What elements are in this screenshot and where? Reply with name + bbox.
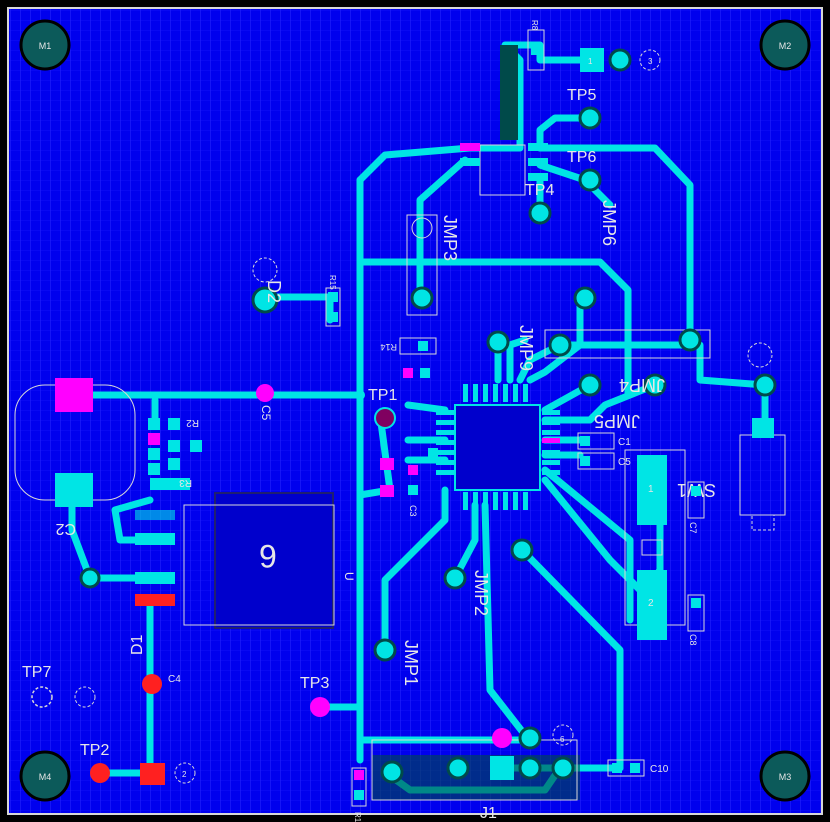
svg-text:R2: R2 <box>186 417 199 428</box>
jumper-jmp3[interactable]: JMP3 <box>406 214 460 316</box>
svg-text:JMP5: JMP5 <box>594 411 640 431</box>
copper-pour-j1 <box>372 755 580 800</box>
led-d2: D2 <box>251 257 284 314</box>
switch-sw1[interactable]: 1 2 SW1 <box>624 449 716 640</box>
capacitor-c5: C5 <box>256 384 274 421</box>
header-top[interactable]: 1 3 <box>580 48 661 72</box>
svg-text:JMP3: JMP3 <box>440 215 460 261</box>
svg-text:C10: C10 <box>650 764 669 775</box>
mounting-hole-m4: M4 <box>19 750 71 802</box>
capacitor-c3: C3 <box>380 448 438 517</box>
test-point-tp3[interactable]: TP3 <box>300 675 330 717</box>
svg-text:JMP6: JMP6 <box>599 200 619 246</box>
capacitor-c1: C1 <box>577 432 631 450</box>
crystal-outline: C2 <box>14 378 136 537</box>
test-point-tp7[interactable]: TP7 <box>22 664 53 708</box>
capacitor-c10: C10 <box>607 759 669 777</box>
svg-text:TP6: TP6 <box>567 149 596 166</box>
svg-text:C7: C7 <box>688 522 698 534</box>
svg-text:C2: C2 <box>55 520 76 537</box>
svg-text:D1: D1 <box>129 634 146 655</box>
svg-text:R3: R3 <box>179 477 192 488</box>
connector-j1[interactable]: J1 6 <box>371 724 578 822</box>
svg-text:C3: C3 <box>408 505 418 517</box>
svg-text:JMP4: JMP4 <box>619 375 665 395</box>
resistor-r15: R15 <box>325 275 341 327</box>
capacitor-c6 <box>74 686 96 708</box>
jumper-jmp1[interactable]: JMP1 <box>373 638 421 686</box>
svg-text:3: 3 <box>648 57 653 66</box>
svg-text:C5: C5 <box>259 405 273 421</box>
svg-text:R8: R8 <box>530 20 539 31</box>
svg-text:2: 2 <box>648 598 654 609</box>
svg-text:JMP2: JMP2 <box>471 570 491 616</box>
resistor-r8: R8 <box>527 20 545 71</box>
svg-text:1: 1 <box>588 57 593 66</box>
top-ic <box>460 143 548 196</box>
resistor-array: R2 R3 <box>148 417 202 490</box>
svg-text:J1: J1 <box>480 805 497 822</box>
svg-text:JMP9: JMP9 <box>516 325 536 371</box>
right-component <box>739 342 786 531</box>
regulator-pins <box>135 510 175 606</box>
mounting-hole-m3: M3 <box>759 750 811 802</box>
svg-text:C4: C4 <box>168 674 181 685</box>
test-point-tp4[interactable]: TP4 <box>525 182 554 225</box>
svg-text:R14: R14 <box>380 342 397 352</box>
resistor-r14: R14 <box>380 337 437 378</box>
mounting-hole-m1: M1 <box>19 19 71 71</box>
resistor-r1: R1 <box>351 767 367 822</box>
svg-text:M2: M2 <box>779 41 792 51</box>
board-outline <box>7 7 823 815</box>
test-point-tp2[interactable]: TP2 <box>80 742 110 783</box>
copper-pour-top <box>500 45 518 140</box>
svg-text:TP7: TP7 <box>22 664 51 681</box>
svg-text:1: 1 <box>648 484 654 495</box>
diode-d1: D1 C4 2 <box>129 634 196 785</box>
mcu-chip <box>436 384 560 510</box>
svg-text:TP1: TP1 <box>368 387 397 404</box>
svg-text:C1: C1 <box>618 437 631 448</box>
svg-text:TP5: TP5 <box>567 87 596 104</box>
mounting-hole-m2: M2 <box>759 19 811 71</box>
regulator-ic: 6 U <box>183 492 356 629</box>
svg-text:6: 6 <box>259 538 277 574</box>
svg-text:JMP1: JMP1 <box>401 640 421 686</box>
svg-text:6: 6 <box>560 735 565 744</box>
svg-text:TP3: TP3 <box>300 675 329 692</box>
svg-text:M4: M4 <box>39 772 52 782</box>
test-point-tp6[interactable]: TP6 <box>567 149 602 192</box>
svg-text:TP2: TP2 <box>80 742 109 759</box>
svg-text:R1: R1 <box>353 812 362 822</box>
jumper-jmp9[interactable]: JMP9 <box>486 325 711 371</box>
capacitor-c7: C7 <box>687 481 705 534</box>
svg-text:U: U <box>342 572 356 581</box>
jumper-jmp6[interactable]: JMP6 <box>573 200 619 310</box>
svg-text:R15: R15 <box>328 275 337 290</box>
svg-text:D2: D2 <box>264 280 284 303</box>
svg-text:C8: C8 <box>688 634 698 646</box>
svg-text:M1: M1 <box>39 41 52 51</box>
jumper-jmp2[interactable]: JMP2 <box>443 538 534 616</box>
jumper-jmp5[interactable]: JMP5 <box>578 373 640 431</box>
vias <box>79 390 365 589</box>
test-point-tp5[interactable]: TP5 <box>567 87 602 130</box>
jumper-jmp4[interactable]: JMP4 <box>619 373 667 397</box>
svg-text:2: 2 <box>182 770 187 779</box>
svg-text:M3: M3 <box>779 772 792 782</box>
test-point-tp1[interactable]: TP1 <box>368 387 397 429</box>
svg-text:TP4: TP4 <box>525 182 554 199</box>
capacitor-c8: C8 <box>687 594 705 646</box>
